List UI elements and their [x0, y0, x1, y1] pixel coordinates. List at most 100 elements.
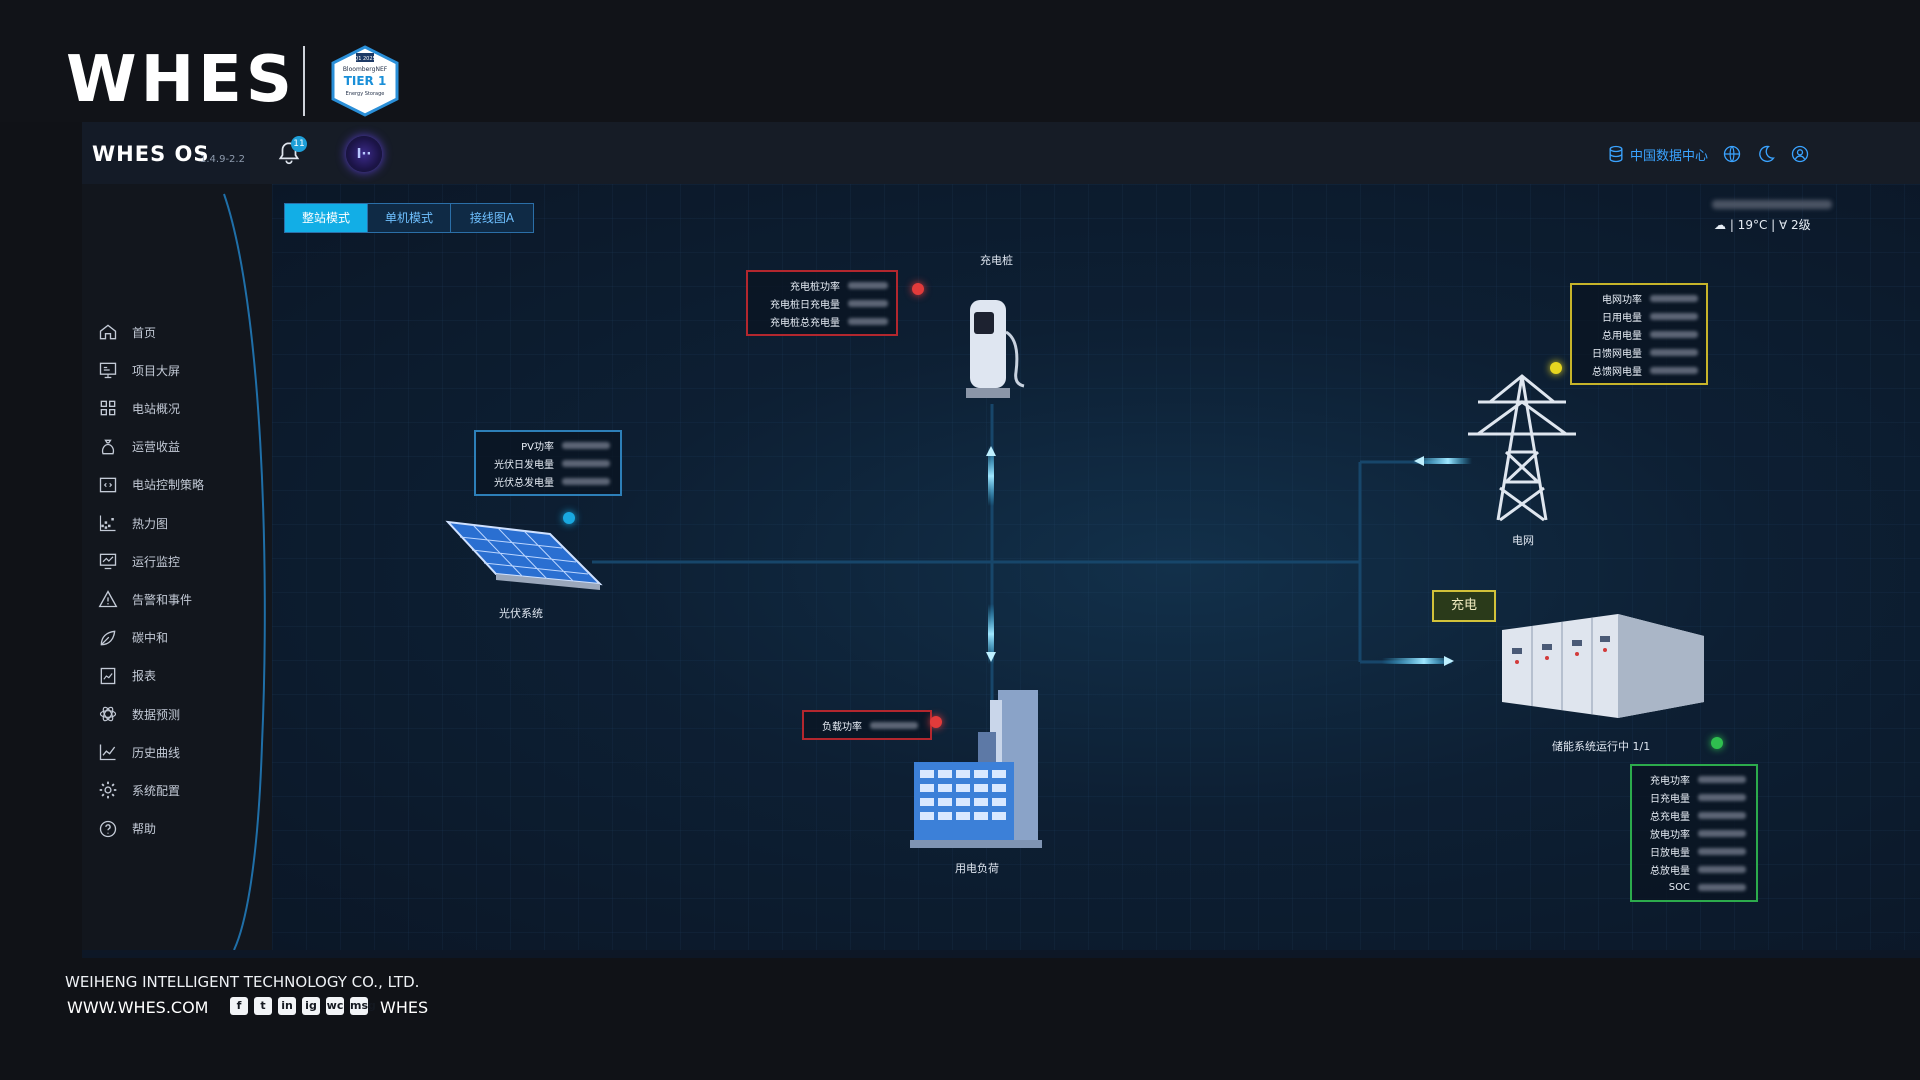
- sidebar-item-0[interactable]: 首页: [98, 317, 156, 347]
- metric-row: 总用电量: [1580, 325, 1698, 343]
- datacenter-label: 中国数据中心: [1630, 148, 1709, 164]
- monitor-icon: [99, 553, 117, 570]
- grid-icon: [100, 401, 116, 416]
- power-tower-icon[interactable]: [1460, 372, 1584, 522]
- sidebar-item-label: 运营收益: [132, 440, 181, 455]
- linkedin-icon[interactable]: in: [278, 997, 296, 1015]
- load-title: 用电负荷: [955, 862, 999, 875]
- warning-icon: [98, 590, 118, 608]
- metric-row: 总充电量: [1640, 806, 1748, 824]
- pv-metrics: PV功率 光伏日发电量 光伏总发电量: [474, 430, 622, 496]
- metric-row: 日用电量: [1580, 307, 1698, 325]
- tab-single-mode[interactable]: 单机模式: [368, 204, 451, 232]
- sidebar-item-label: 运行监控: [132, 554, 181, 569]
- flow-pulse-storage: [1382, 658, 1452, 664]
- sidebar-item-1[interactable]: 项目大屏: [98, 355, 180, 385]
- metric-row: 充电功率: [1640, 770, 1748, 788]
- metric-label: 光伏日发电量: [494, 459, 554, 471]
- pv-title: 光伏系统: [499, 607, 543, 620]
- datacenter-selector[interactable]: 中国数据中心: [1606, 144, 1708, 164]
- metric-value-blurred: [1698, 793, 1746, 801]
- metric-label: 充电桩总充电量: [770, 317, 840, 329]
- top-right-controls: 中国数据中心: [1606, 142, 1810, 166]
- badge-org: BloombergNEF: [343, 66, 388, 73]
- solar-panel-icon[interactable]: [440, 520, 606, 594]
- metric-row: 日馈网电量: [1580, 343, 1698, 361]
- report-icon: [100, 667, 116, 684]
- facebook-icon[interactable]: f: [230, 997, 248, 1015]
- twitter-icon[interactable]: t: [254, 997, 272, 1015]
- sidebar-item-13[interactable]: 帮助: [98, 814, 156, 844]
- charging-pile-metrics: 充电桩功率 充电桩日充电量 充电桩总充电量: [746, 270, 898, 336]
- sidebar-item-2[interactable]: 电站概况: [98, 393, 180, 423]
- message-icon[interactable]: msg: [350, 997, 376, 1015]
- sidebar-item-label: 项目大屏: [132, 363, 181, 378]
- moon-icon[interactable]: [1756, 144, 1776, 164]
- metric-label: PV功率: [521, 441, 554, 453]
- flow-pulse-load: [988, 604, 994, 664]
- metric-value-blurred: [1698, 865, 1746, 873]
- badge-tier: TIER 1: [344, 74, 387, 88]
- footer-company: WEIHENG INTELLIGENT TECHNOLOGY CO., LTD.: [65, 973, 420, 991]
- os-title-box: [82, 122, 250, 184]
- metric-label: 放电功率: [1650, 829, 1690, 841]
- sidebar-item-5[interactable]: 热力图: [98, 508, 168, 538]
- metric-label: 总放电量: [1650, 865, 1690, 877]
- metric-row: 光伏总发电量: [484, 472, 612, 490]
- sidebar-item-9[interactable]: 报表: [98, 661, 156, 691]
- globe-icon[interactable]: [1722, 144, 1742, 164]
- badge-sub: Energy Storage: [346, 91, 385, 97]
- logo-divider: [303, 46, 305, 116]
- sidebar-item-3[interactable]: 运营收益: [98, 432, 180, 462]
- metric-row: 总放电量: [1640, 860, 1748, 878]
- storage-title: 储能系统运行中 1/1: [1552, 740, 1651, 753]
- metric-row: 光伏日发电量: [484, 454, 612, 472]
- user-icon[interactable]: [1790, 144, 1810, 164]
- metric-value-blurred: [1698, 883, 1746, 891]
- metric-label: 充电桩功率: [790, 281, 840, 293]
- metric-label: 日馈网电量: [1592, 348, 1642, 360]
- top-bar: [82, 122, 1920, 185]
- tab-station-mode[interactable]: 整站模式: [285, 204, 368, 232]
- metric-value-blurred: [1650, 330, 1698, 338]
- flow-pulse-grid: [1412, 458, 1472, 464]
- flow-pulse-pile: [988, 446, 994, 506]
- sidebar-item-8[interactable]: 碳中和: [98, 623, 168, 653]
- sidebar-item-11[interactable]: 历史曲线: [98, 737, 180, 767]
- energy-flow-lines: [592, 404, 1472, 744]
- sidebar-item-12[interactable]: 系统配置: [98, 775, 180, 805]
- metric-value-blurred: [562, 459, 610, 467]
- sidebar-item-4[interactable]: 电站控制策略: [98, 470, 204, 500]
- sidebar-item-label: 首页: [132, 325, 157, 340]
- ai-assistant-icon[interactable]: I··: [346, 136, 382, 172]
- metric-value-blurred: [1698, 847, 1746, 855]
- storage-cabinet-icon[interactable]: [1498, 612, 1708, 720]
- sidebar-item-label: 热力图: [132, 516, 169, 531]
- metric-label: 日充电量: [1650, 793, 1690, 805]
- notification-badge: 11: [291, 136, 307, 152]
- metric-row: 总馈网电量: [1580, 361, 1698, 379]
- building-icon[interactable]: [908, 686, 1054, 858]
- metric-label: 电网功率: [1602, 294, 1642, 306]
- tab-wiring-a[interactable]: 接线图A: [451, 204, 533, 232]
- brand-header: [0, 0, 1920, 122]
- sidebar-item-label: 数据预测: [132, 707, 181, 722]
- metric-row: 放电功率: [1640, 824, 1748, 842]
- metric-label: 总馈网电量: [1592, 366, 1642, 378]
- sidebar-item-label: 电站概况: [132, 401, 181, 416]
- sidebar-item-10[interactable]: 数据预测: [98, 699, 180, 729]
- metric-value-blurred: [562, 477, 610, 485]
- charging-pile-icon[interactable]: [960, 292, 1030, 410]
- grid-title: 电网: [1512, 534, 1534, 547]
- metric-value-blurred: [848, 317, 888, 325]
- metric-value-blurred: [1650, 348, 1698, 356]
- metric-value-blurred: [848, 281, 888, 289]
- wechat-icon[interactable]: wc: [326, 997, 344, 1015]
- instagram-icon[interactable]: ig: [302, 997, 320, 1015]
- footer-url[interactable]: WWW.WHES.COM: [67, 998, 209, 1017]
- metric-value-blurred: [870, 721, 918, 729]
- load-metrics: 负载功率: [802, 710, 932, 740]
- sidebar-item-7[interactable]: 告警和事件: [98, 584, 192, 614]
- code-icon: [99, 477, 117, 493]
- sidebar-item-6[interactable]: 运行监控: [98, 546, 180, 576]
